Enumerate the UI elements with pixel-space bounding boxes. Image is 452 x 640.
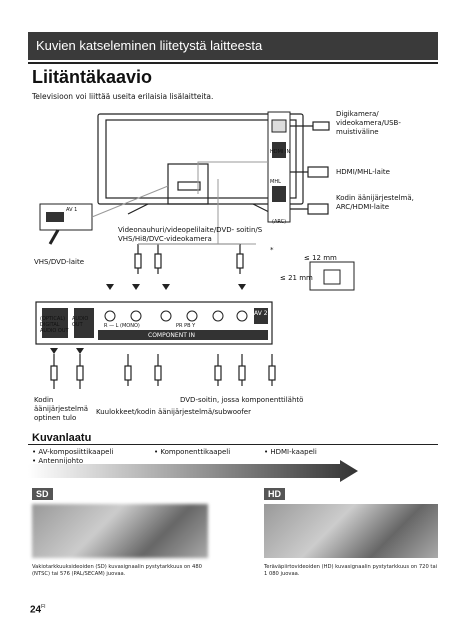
quality-arrow — [28, 460, 358, 482]
star-note: * — [270, 246, 274, 254]
home-audio-label: Kodin äänijärjestelmä, ARC/HDMI-laite — [336, 194, 414, 211]
home-audio-optical-label: Kodin äänijärjestelmä optinen tulo — [34, 396, 89, 422]
quality-col1: • AV-komposiittikaapeli • Antennijohto — [32, 448, 113, 466]
mhl-label: MHL — [270, 179, 281, 185]
hdmi-in-label: HDMI IN — [270, 149, 291, 155]
quality-col2: • Komponenttikaapeli — [154, 448, 231, 456]
page-number: 24FI — [30, 604, 46, 616]
quality-col3: • HDMI-kaapeli — [264, 448, 317, 456]
hd-badge: HD — [264, 488, 285, 500]
hd-caption: Teräväpiirtovideoiden (HD) kuvasignaalin… — [264, 564, 438, 577]
av1-label: AV 1 — [66, 207, 78, 213]
optical-label: (OPTICAL) DIGITAL AUDIO OUT — [40, 316, 69, 334]
section-title-bar: Kuvien katseleminen liitetystä laitteest… — [28, 32, 438, 60]
list-item: • Antennijohto — [32, 457, 84, 465]
connection-diagram — [35, 111, 355, 389]
speakers-label: Kuulokkeet/kodin äänijärjestelmä/subwoof… — [96, 408, 251, 416]
dim-12: ≤ 12 mm — [304, 254, 337, 262]
component-in-label: COMPONENT IN — [148, 332, 196, 339]
pr-pb-y-label: PR PB Y — [176, 323, 196, 329]
page-title: Liitäntäkaavio — [32, 67, 153, 87]
sd-sample-image — [32, 504, 208, 558]
list-item: • AV-komposiittikaapeli — [32, 448, 114, 456]
sd-caption: Vakiotarkkuuksideoiden (SD) kuvasignaali… — [32, 564, 202, 577]
arc-label: (ARC) — [272, 219, 287, 225]
video-devices-label: Videonauhuri/videopelilaite/DVD- soitin/… — [118, 226, 263, 243]
intro-text: Televisioon voi liittää useita erilaisia… — [32, 92, 214, 101]
sd-badge: SD — [32, 488, 53, 500]
title-rule — [28, 62, 438, 64]
dvd-component-label: DVD-soitin, jossa komponenttilähtö — [180, 396, 304, 404]
av2-label: AV 2 — [254, 310, 268, 317]
audio-out-label: AUDIO OUT — [72, 316, 89, 328]
hdmi-mhl-label: HDMI/MHL-laite — [336, 168, 390, 176]
camera-label: Digikamera/ videokamera/USB- muistivälin… — [336, 110, 401, 136]
dim-21: ≤ 21 mm — [280, 274, 313, 282]
rl-label: R — L (MONO) — [104, 323, 140, 329]
quality-rule — [28, 444, 438, 445]
vhs-label: VHS/DVD-laite — [34, 258, 85, 266]
hd-sample-image — [264, 504, 438, 558]
quality-title: Kuvanlaatu — [32, 432, 92, 444]
